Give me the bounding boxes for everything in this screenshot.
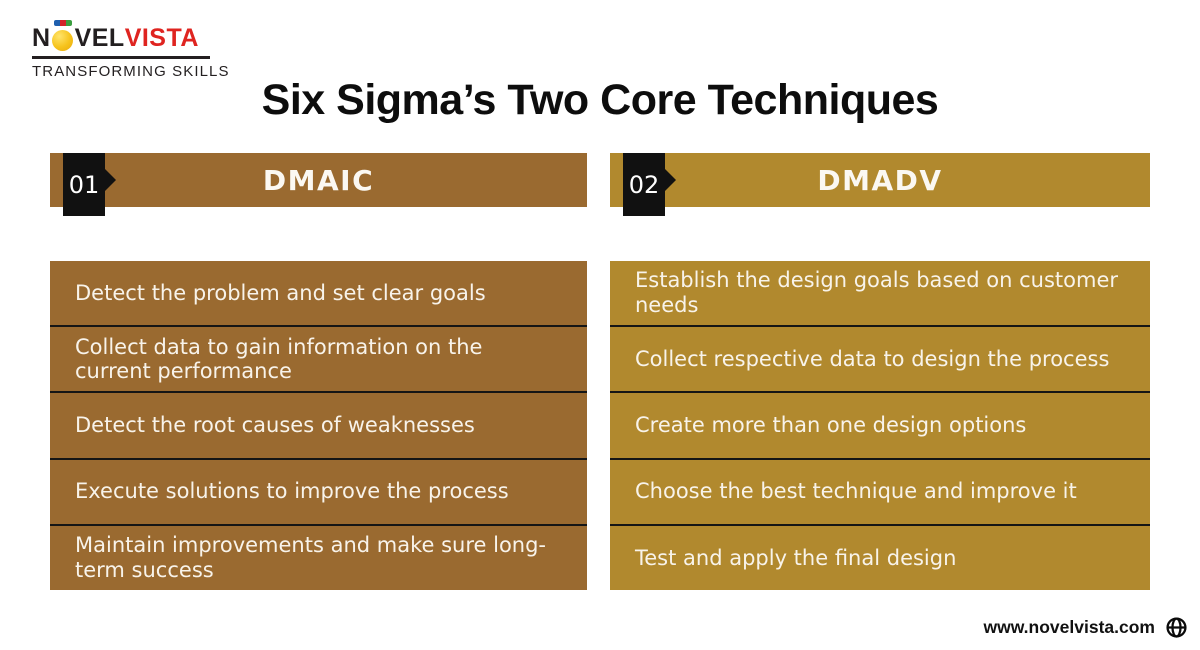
table-row: Establish the design goals based on cust…	[610, 261, 1150, 325]
dmadv-step-text: Create more than one design options	[635, 413, 1027, 438]
table-row: Maintain improvements and make sure long…	[50, 523, 587, 590]
dmadv-number: 02	[628, 170, 660, 199]
dmaic-step-text: Detect the problem and set clear goals	[75, 280, 486, 305]
logo-wordmark: N VEL VISTA	[32, 20, 230, 51]
badge-arrow-icon	[105, 169, 116, 191]
dmaic-step-text: Maintain improvements and make sure long…	[75, 533, 547, 582]
table-row: Detect the problem and set clear goals	[50, 261, 587, 325]
table-row: Collect respective data to design the pr…	[610, 325, 1150, 391]
dmadv-step-text: Test and apply the final design	[635, 545, 957, 570]
dmadv-steps-table: Establish the design goals based on cust…	[610, 261, 1150, 590]
table-row: Create more than one design options	[610, 391, 1150, 457]
dmaic-column: 01 DMAIC Detect the problem and set clea…	[50, 153, 587, 590]
logo-letter-n: N	[32, 24, 51, 52]
novelvista-logo: N VEL VISTA TRANSFORMING SKILLS	[32, 20, 230, 80]
dmaic-number-badge: 01	[63, 153, 116, 216]
logo-tagline: TRANSFORMING SKILLS	[32, 63, 230, 80]
table-row: Collect data to gain information on the …	[50, 325, 587, 391]
table-row: Execute solutions to improve the process	[50, 457, 587, 524]
globe-icon	[1166, 617, 1187, 638]
badge-arrow-icon	[665, 169, 676, 191]
dmaic-heading: DMAIC	[262, 163, 375, 197]
dmadv-step-text: Choose the best technique and improve it	[635, 479, 1077, 504]
dmaic-step-text: Execute solutions to improve the process	[75, 479, 509, 504]
dmadv-header-bar: 02 DMADV	[610, 153, 1150, 216]
medal-ball-icon	[51, 30, 73, 51]
dmaic-step-text: Collect data to gain information on the …	[75, 334, 483, 384]
table-row: Detect the root causes of weaknesses	[50, 391, 587, 457]
logo-letters-vel: VEL	[74, 24, 125, 52]
dmaic-steps-table: Detect the problem and set clear goals C…	[50, 261, 587, 590]
dmadv-heading: DMADV	[817, 163, 943, 197]
table-row: Test and apply the final design	[610, 523, 1150, 590]
dmadv-step-text: Collect respective data to design the pr…	[635, 346, 1110, 371]
logo-letters-vista: VISTA	[124, 24, 199, 52]
medal-ribbon-icon	[53, 20, 72, 26]
dmaic-number: 01	[68, 170, 100, 199]
dmaic-header-bar: 01 DMAIC	[50, 153, 587, 216]
logo-divider	[32, 56, 210, 59]
website-url: www.novelvista.com	[983, 617, 1156, 637]
dmadv-column: 02 DMADV Establish the design goals base…	[610, 153, 1150, 590]
footer: www.novelvista.com	[984, 616, 1189, 639]
dmadv-step-text: Establish the design goals based on cust…	[635, 268, 1118, 318]
medal-icon	[51, 20, 75, 51]
table-row: Choose the best technique and improve it	[610, 457, 1150, 524]
page-title: Six Sigma’s Two Core Techniques	[261, 76, 939, 124]
dmaic-step-text: Detect the root causes of weaknesses	[75, 413, 475, 438]
dmadv-number-badge: 02	[623, 153, 676, 216]
